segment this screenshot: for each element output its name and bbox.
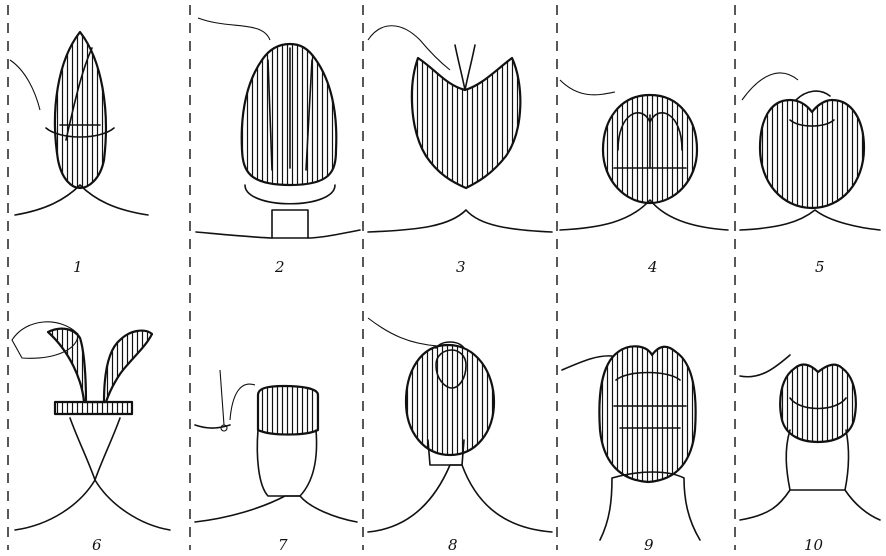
panel-3: 3	[368, 26, 552, 276]
panel-4-label: 4	[647, 258, 658, 276]
panel-2: 2	[196, 18, 360, 276]
panel-3-label: 3	[456, 258, 466, 276]
panel-5: 5	[740, 73, 880, 276]
panel-1-label: 1	[73, 258, 83, 276]
panel-5-label: 5	[815, 258, 825, 276]
panel-2-label: 2	[274, 258, 285, 276]
panel-9: 9	[562, 346, 700, 554]
panel-7-label: 7	[278, 536, 288, 554]
panel-10: 10	[740, 355, 880, 554]
panel-1: 1	[10, 32, 148, 276]
panel-6: 6	[12, 322, 170, 554]
panel-6-label: 6	[92, 536, 102, 554]
panel-7: 7	[195, 370, 357, 554]
panel-4: 4	[560, 80, 728, 276]
panel-9-label: 9	[644, 536, 654, 554]
panel-8: 8	[368, 318, 552, 554]
panel-10-label: 10	[804, 536, 824, 554]
panel-8-label: 8	[448, 536, 458, 554]
